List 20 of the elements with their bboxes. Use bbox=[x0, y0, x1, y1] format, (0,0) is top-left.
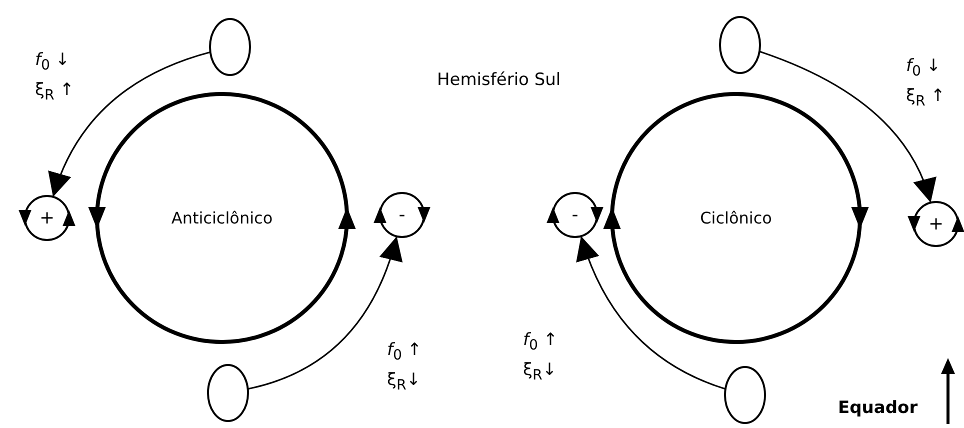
circulation-label: Anticiclônico bbox=[171, 208, 273, 228]
arrow bbox=[248, 236, 402, 390]
symbol-label: ξ$_{R}$↓ bbox=[387, 370, 421, 394]
symbol-label: f$_{0}$ ↑ bbox=[523, 330, 558, 354]
equator-label: Equador bbox=[838, 398, 918, 418]
symbol-label: f$_{0}$ ↑ bbox=[387, 340, 422, 364]
symbol-label: ξ$_{R}$↓ bbox=[523, 360, 557, 384]
arrow bbox=[49, 51, 211, 198]
sign-label: - bbox=[398, 204, 406, 226]
arrow bbox=[576, 236, 726, 390]
circulation-label: Ciclônico bbox=[700, 208, 772, 228]
sign-label: + bbox=[928, 214, 944, 234]
symbol-label: f$_{0}$ ↓ bbox=[906, 56, 941, 80]
symbol-label: ξ$_{R}$ ↑ bbox=[35, 80, 74, 104]
sign-label: - bbox=[572, 204, 578, 226]
symbol-label: f$_{0}$ ↓ bbox=[35, 50, 70, 74]
arrow bbox=[759, 50, 936, 203]
sign-label: + bbox=[39, 208, 55, 228]
symbol-label: ξ$_{R}$ ↑ bbox=[906, 86, 945, 110]
region-label: Hemisfério Sul bbox=[437, 70, 561, 90]
